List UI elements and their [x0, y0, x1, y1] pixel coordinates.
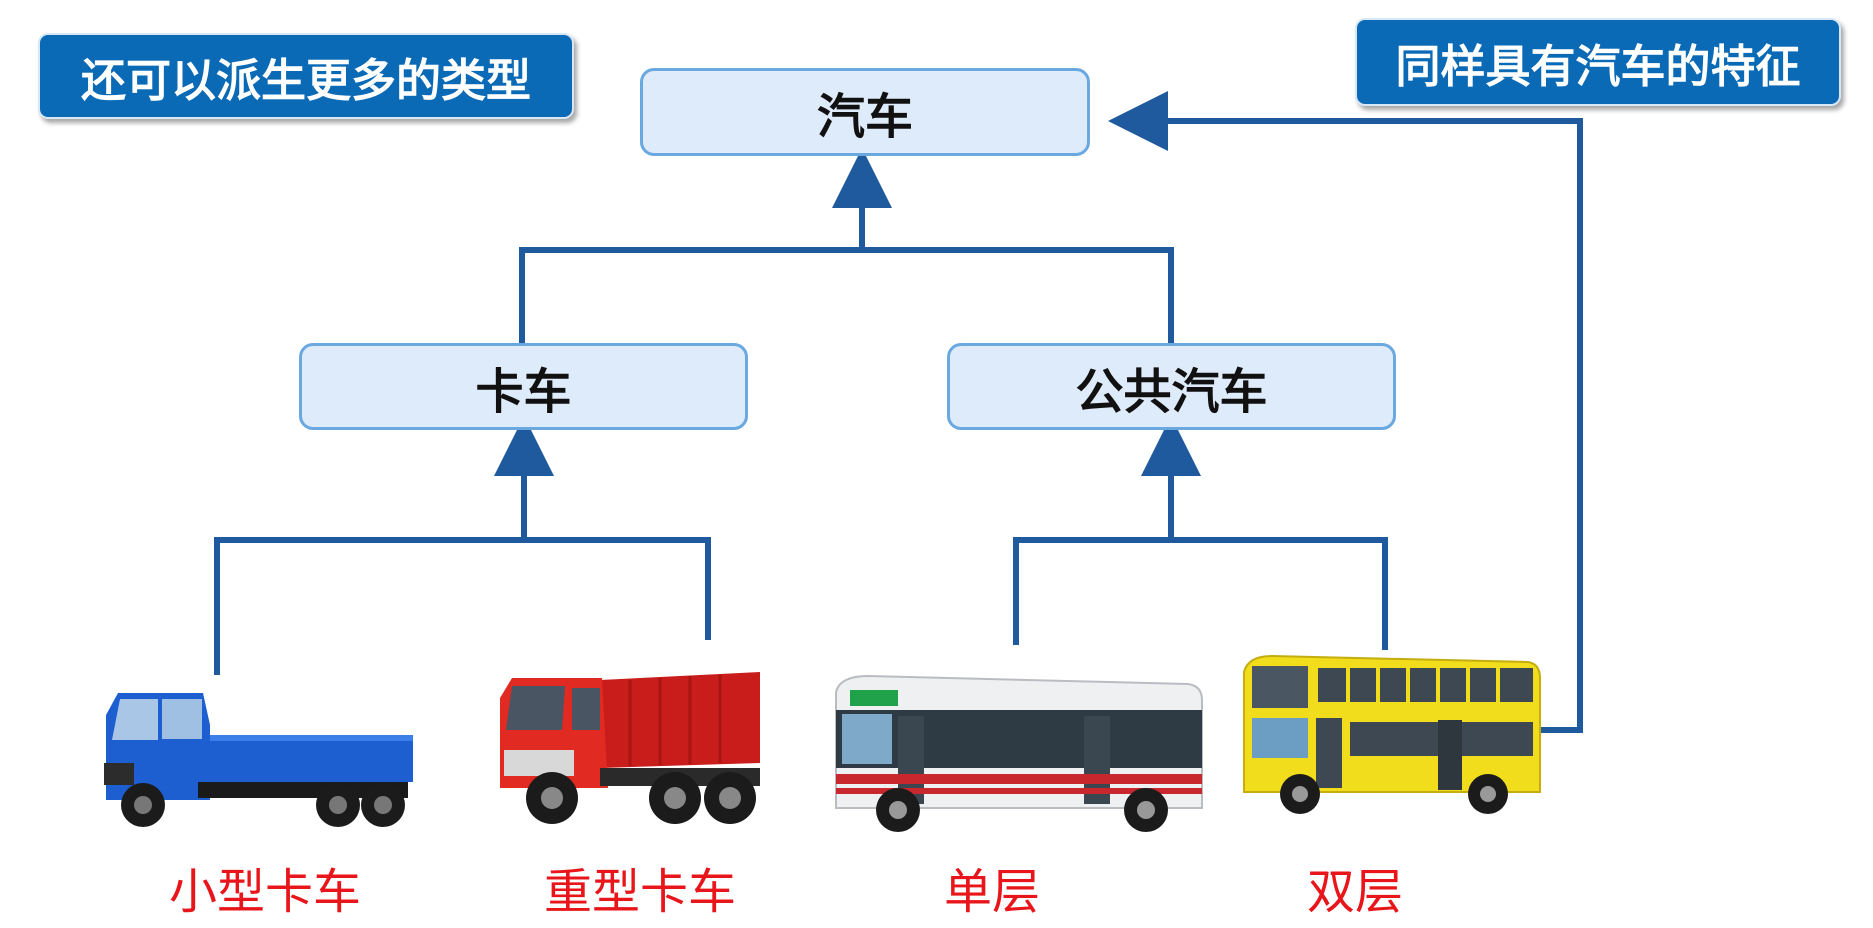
- heavy-truck-image: [500, 672, 760, 824]
- small-truck-caption: 小型卡车: [168, 864, 361, 920]
- double-deck-caption: 双层: [1306, 864, 1403, 920]
- heavy-truck-caption: 重型卡车: [543, 864, 736, 920]
- small-truck-image: [104, 693, 413, 827]
- single-deck-caption: 单层: [943, 864, 1040, 920]
- connector-buses-to-bus: [1013, 537, 1388, 650]
- derive-more-types-callout: 还可以派生更多的类型: [38, 33, 574, 119]
- root-node-car: 汽车: [640, 68, 1090, 156]
- bus-node: 公共汽车: [947, 343, 1396, 430]
- shared-car-features-callout: 同样具有汽车的特征: [1355, 18, 1841, 106]
- truck-node: 卡车: [299, 343, 748, 430]
- connector-trucks-to-truck: [214, 537, 711, 675]
- double-deck-bus-image: [1243, 654, 1541, 814]
- single-deck-bus-image: [835, 674, 1203, 832]
- connector-truck-bus-to-root: [519, 247, 1174, 345]
- connector-double-deck-to-root: [1108, 91, 1583, 733]
